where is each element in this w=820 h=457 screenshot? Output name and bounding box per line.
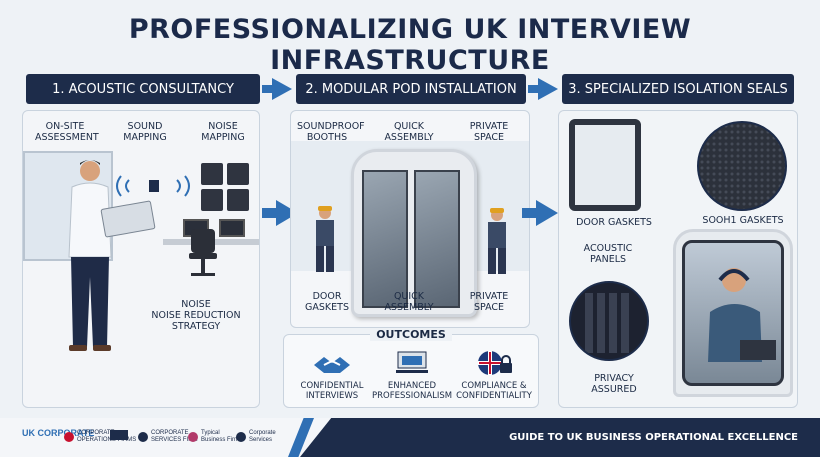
label-private-space: PRIVATE SPACE	[469, 291, 509, 313]
acoustic-consultancy-panel: ON-SITE ASSESSMENT SOUND MAPPING NOISE M…	[22, 110, 260, 408]
logo-mark-icon	[110, 430, 128, 440]
sound-wave-icon	[116, 175, 190, 197]
worker-person-icon	[488, 208, 506, 274]
label-noise-reduction-strategy: NOISE NOISE REDUCTION STRATEGY	[151, 299, 241, 332]
outcome-label: COMPLIANCE & CONFIDENTIALITY	[456, 381, 532, 401]
logo-uk-corporate: UK CORPORATE	[22, 428, 95, 438]
logo-mark-icon	[138, 432, 148, 442]
logo-mark-icon	[236, 432, 246, 442]
label-sooh-gaskets: SOOH1 GASKETS	[702, 215, 784, 226]
worker-person-icon	[316, 206, 334, 272]
label-quick-assembly: QUICK ASSEMBLY	[384, 121, 434, 143]
handshake-icon	[292, 349, 372, 377]
outcomes-box: OUTCOMES CONFIDENTIAL INTERVIEWS ENHANCE…	[283, 328, 539, 408]
outcome-item: CONFIDENTIAL INTERVIEWS	[292, 349, 372, 401]
logo-square	[110, 430, 128, 440]
label-door-gaskets: DOOR GASKETS	[576, 217, 652, 228]
uk-lock-icon	[454, 349, 534, 377]
monitor-icon	[219, 219, 245, 237]
isolation-seals-panel: DOOR GASKETS SOOH1 GASKETS ACOUSTIC PANE…	[558, 110, 798, 408]
consultant-person-icon	[68, 160, 156, 351]
logo-mark-icon	[188, 432, 198, 442]
office-icon	[372, 349, 452, 377]
acoustic-foam-icon	[227, 163, 249, 185]
acoustic-foam-icon	[201, 163, 223, 185]
soundproof-pod	[351, 149, 477, 317]
logo-corporate-operations: CORPORATE OPERATIONS FIRMS	[64, 430, 136, 444]
label-onsite-assessment: ON-SITE ASSESSMENT	[35, 121, 99, 143]
logo-typical-business: Typical Business Firm	[188, 430, 239, 444]
label-soundproof-booths: SOUNDPROOF BOOTHS	[297, 121, 365, 143]
label-sound-mapping: SOUND MAPPING	[123, 121, 167, 143]
pod-glass-panel	[362, 170, 408, 308]
foam-gasket-closeup	[697, 121, 787, 211]
acoustic-panel-closeup	[569, 281, 649, 361]
outcome-label: ENHANCED PROFESSIONALISM	[372, 381, 453, 401]
acoustic-foam-icon	[201, 189, 223, 211]
logo-text: CORPORATE OPERATIONS FIRMS	[77, 430, 137, 443]
logo-text: Corporate Services	[249, 430, 276, 443]
label-noise-mapping: NOISE MAPPING	[201, 121, 245, 143]
logo-corporate-services: Corporate Services	[236, 430, 276, 444]
pod-glass-panel	[414, 170, 460, 308]
door-frame-closeup	[569, 119, 641, 211]
label-door-gaskets: DOOR GASKETS	[305, 291, 349, 313]
label-privacy-assured: PRIVACY ASSURED	[591, 373, 637, 395]
arrow-right-icon	[522, 200, 558, 226]
outcomes-title: OUTCOMES	[370, 328, 452, 341]
logo-text: UK CORPORATE	[22, 428, 95, 438]
arrow-right-icon	[262, 78, 292, 100]
label-acoustic-panels: ACOUSTIC PANELS	[583, 243, 633, 265]
office-chair-icon	[189, 229, 217, 276]
outcome-label: CONFIDENTIAL INTERVIEWS	[300, 381, 364, 401]
label-private-space: PRIVATE SPACE	[469, 121, 509, 143]
outcome-item: ENHANCED PROFESSIONALISM	[372, 349, 452, 401]
logo-text: Typical Business Firm	[201, 430, 240, 443]
label-quick-assembly: QUICK ASSEMBLY	[384, 291, 434, 313]
logo-mark-icon	[64, 432, 74, 442]
page-title: PROFESSIONALIZING UK INTERVIEW INFRASTRU…	[128, 14, 692, 76]
step-header-pod: 2. MODULAR POD INSTALLATION	[296, 74, 526, 104]
step-header-acoustic: 1. ACOUSTIC CONSULTANCY	[26, 74, 260, 104]
footer-tagline: GUIDE TO UK BUSINESS OPERATIONAL EXCELLE…	[509, 432, 798, 443]
footer: UK CORPORATE CORPORATE OPERATIONS FIRMS …	[0, 418, 820, 457]
step-header-seals: 3. SPECIALIZED ISOLATION SEALS	[562, 74, 794, 104]
footer-band	[300, 418, 820, 457]
acoustic-foam-icon	[227, 189, 249, 211]
pod-interior	[673, 229, 793, 397]
person-with-headphones-icon	[708, 268, 776, 362]
arrow-right-icon	[528, 78, 558, 100]
outcome-item: COMPLIANCE & CONFIDENTIALITY	[454, 349, 534, 401]
modular-pod-panel: SOUNDPROOF BOOTHS QUICK ASSEMBLY PRIVATE…	[290, 110, 530, 328]
